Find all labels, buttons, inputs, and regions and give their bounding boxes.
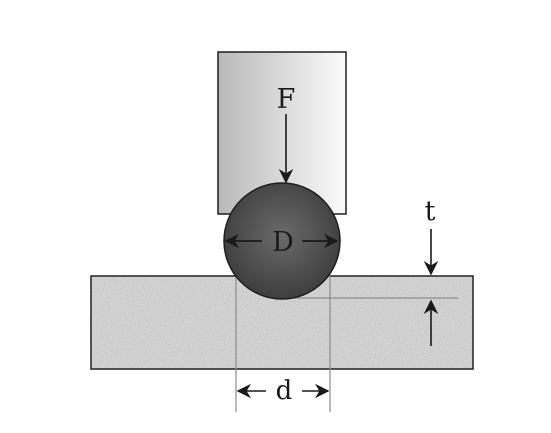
thickness-label: t — [425, 196, 436, 227]
force-label: F — [277, 84, 296, 115]
ball-diameter-label: D — [272, 227, 294, 258]
ball-indenter — [223, 182, 341, 300]
indent-diameter-label: d — [276, 376, 293, 406]
